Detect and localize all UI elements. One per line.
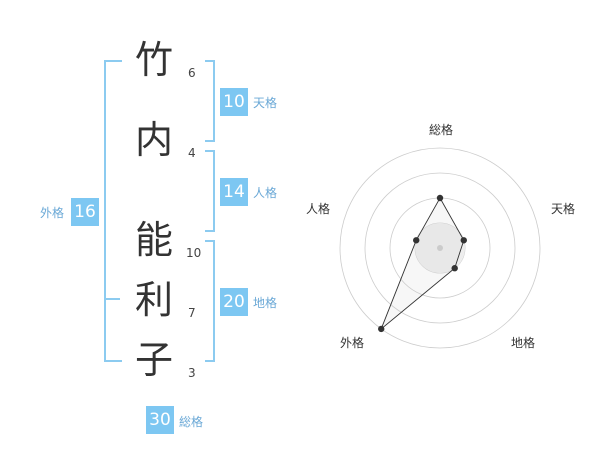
radar-axis-label-4: 外格 [340,335,364,350]
given-char-1-strokes: 10 [186,246,202,260]
given-char-2: 利 [134,278,173,322]
chikaku-label: 地格 [253,296,278,310]
given-char-3-strokes: 3 [188,366,196,380]
gaikaku-bracket-divider [104,298,120,300]
radar-point-5 [413,237,420,244]
jinkaku-value: 14 [220,178,248,206]
surname-char-1: 竹 [134,38,173,82]
gaikaku-bracket [104,60,122,362]
gaikaku-value: 16 [71,198,99,226]
tenkaku-label: 天格 [253,96,278,110]
radar-axis-label-3: 地格 [511,335,535,350]
chikaku-value: 20 [220,288,248,316]
soukaku-label: 総格 [179,415,204,429]
given-char-3: 子 [134,338,173,382]
gaikaku-label: 外格 [40,206,65,220]
radar-point-2 [460,237,467,244]
tenkaku-value: 10 [220,88,248,116]
radar-ring-4 [339,147,541,349]
radar-value-polygon [380,197,465,330]
radar-center-dot [437,245,443,251]
radar-axis-label-2: 天格 [551,201,575,216]
radar-axis-label-5: 人格 [306,201,330,216]
soukaku-value: 30 [146,406,174,434]
jinkaku-label: 人格 [253,186,278,200]
radar-point-3 [451,265,458,272]
surname-char-2: 内 [134,118,173,162]
surname-char-2-strokes: 4 [188,146,196,160]
chikaku-bracket [205,240,215,362]
radar-point-4 [378,325,385,333]
radar-axis-label-1: 総格 [429,122,453,137]
given-char-1: 能 [134,218,173,262]
surname-char-1-strokes: 6 [188,66,196,80]
given-char-2-strokes: 7 [188,306,196,320]
jinkaku-bracket [205,150,215,232]
radar-ring-3 [364,172,516,324]
tenkaku-bracket [205,60,215,142]
radar-point-1 [436,194,444,202]
